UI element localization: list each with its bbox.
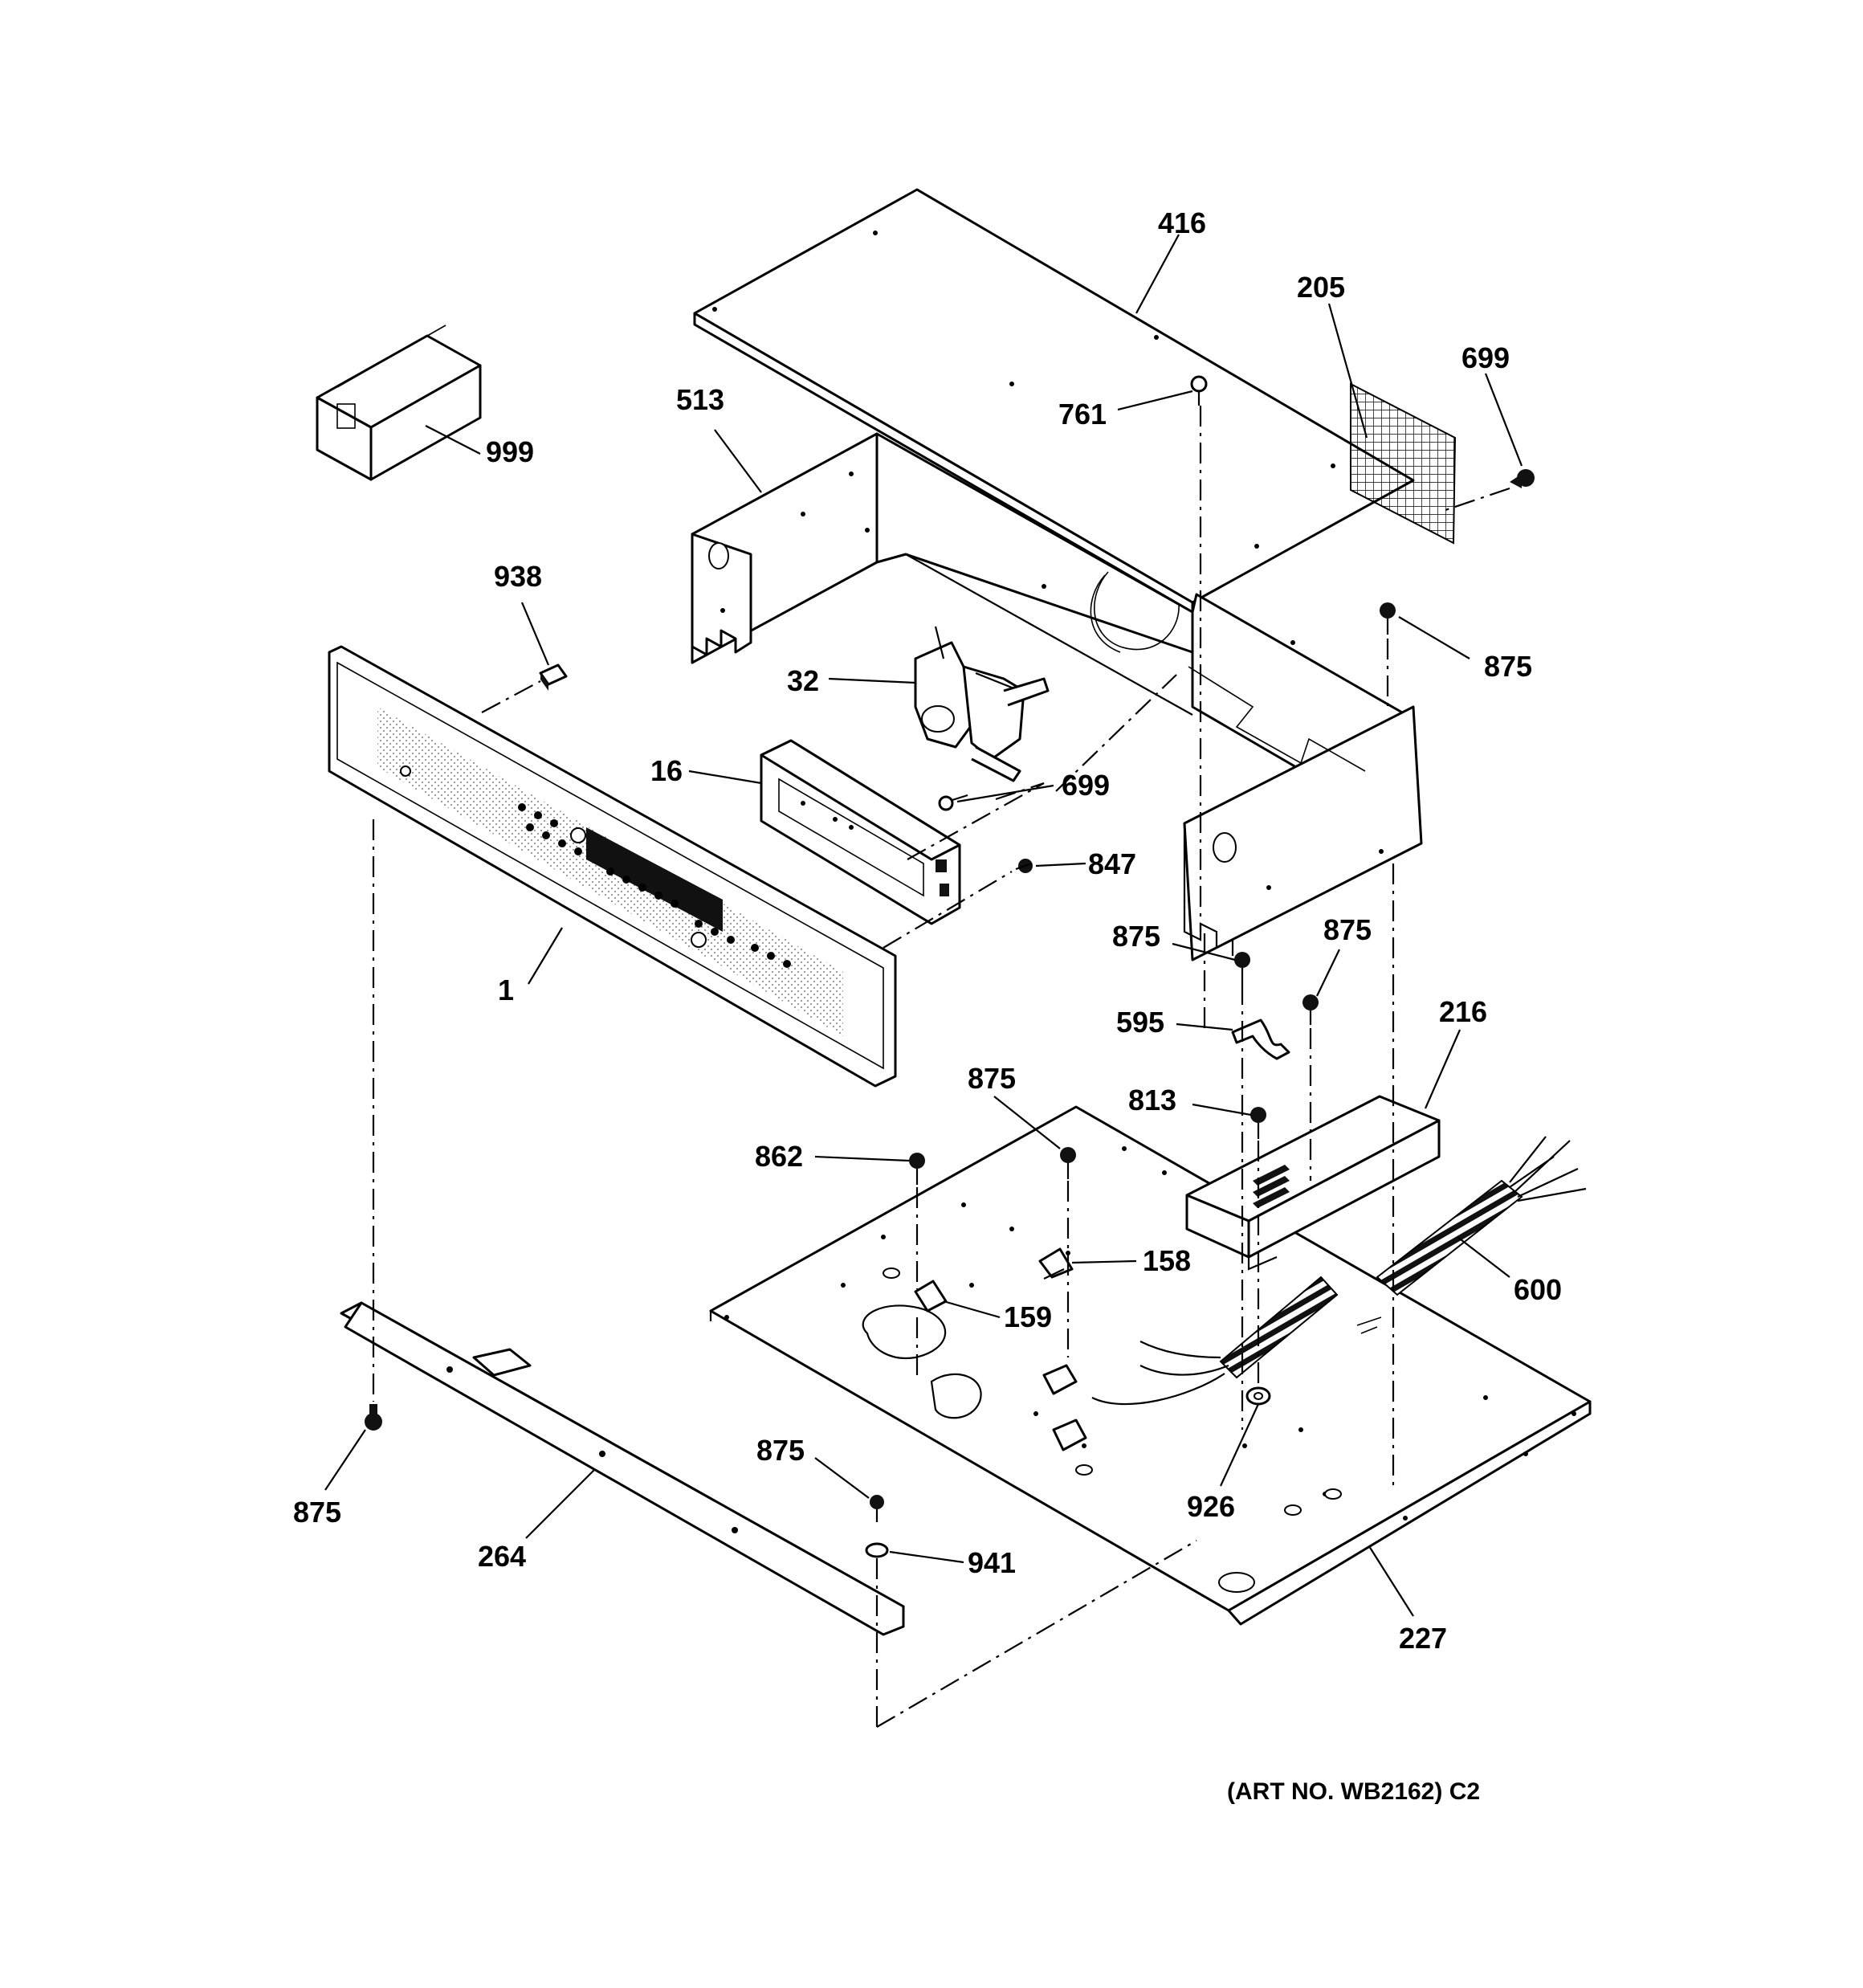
screw-875-right <box>1380 602 1396 635</box>
callout-875-base: 875 <box>968 1062 1016 1095</box>
clamp-595 <box>1231 1018 1290 1060</box>
callout-875-left: 875 <box>293 1496 341 1529</box>
grommet-926 <box>1245 1386 1271 1406</box>
screw-875-bottom <box>870 1495 884 1522</box>
leader-lines <box>324 234 1523 1617</box>
art-number: (ART NO. WB2162) C2 <box>1227 1778 1480 1805</box>
screw-875-center-right <box>1302 994 1319 1025</box>
callout-999: 999 <box>486 435 534 468</box>
callout-699-mid: 699 <box>1062 769 1110 802</box>
callout-159: 159 <box>1004 1300 1052 1333</box>
callout-875-bottom: 875 <box>756 1434 805 1467</box>
callout-158: 158 <box>1143 1244 1191 1277</box>
callout-416: 416 <box>1158 206 1206 239</box>
oven-chassis-back-panel <box>875 432 1423 961</box>
thermostat-158 <box>1038 1247 1074 1280</box>
screw-875-center <box>1234 952 1250 984</box>
trim-strip-part-264 <box>340 1301 905 1636</box>
callout-264: 264 <box>478 1540 526 1573</box>
callout-699-top: 699 <box>1461 341 1510 374</box>
screw-862 <box>909 1153 925 1185</box>
callout-761: 761 <box>1058 398 1107 431</box>
screw-813 <box>1250 1107 1266 1139</box>
electrical-box-part-216 <box>1185 1095 1441 1271</box>
box-part-999 <box>316 325 482 481</box>
screw-875-left <box>365 1404 382 1431</box>
callout-32: 32 <box>787 664 819 697</box>
callout-938: 938 <box>494 560 542 593</box>
wire-harness-part-600 <box>1042 1136 1587 1451</box>
mesh-screen-part-205 <box>1350 382 1457 545</box>
bottom-panel-part-227 <box>709 1105 1592 1626</box>
side-wall-part-513 <box>691 432 879 664</box>
callout-600: 600 <box>1514 1273 1562 1306</box>
callout-875-center: 875 <box>1112 920 1160 953</box>
callout-205: 205 <box>1297 271 1345 304</box>
top-cover-part-416 <box>693 188 1415 614</box>
blower-motor-part-32 <box>914 626 1050 782</box>
screw-847 <box>1015 859 1033 873</box>
assembly-guide-lines <box>372 406 1510 1728</box>
washer-941 <box>865 1542 889 1558</box>
callout-847: 847 <box>1088 847 1136 880</box>
callout-labels: 416 205 699 513 761 999 938 875 32 16 69… <box>293 206 1562 1805</box>
screw-761 <box>1190 375 1208 406</box>
callout-595: 595 <box>1116 1006 1164 1039</box>
control-panel-part-1 <box>328 645 897 1088</box>
callout-941: 941 <box>968 1546 1016 1579</box>
screw-699-top <box>1510 469 1535 488</box>
screw-875-base <box>1060 1147 1076 1179</box>
callout-16: 16 <box>650 754 683 787</box>
callout-875-right: 875 <box>1484 650 1532 683</box>
callout-1: 1 <box>498 974 514 1006</box>
callout-875-center-right: 875 <box>1323 913 1372 946</box>
callout-926: 926 <box>1187 1490 1235 1523</box>
callout-862: 862 <box>755 1140 803 1173</box>
bracket-part-938 <box>539 663 568 691</box>
callout-813: 813 <box>1128 1084 1176 1116</box>
electronic-control-part-16 <box>760 739 961 925</box>
callout-227: 227 <box>1399 1622 1447 1655</box>
callout-513: 513 <box>676 383 724 416</box>
screw-699-mid <box>938 794 968 811</box>
callout-216: 216 <box>1439 995 1487 1028</box>
